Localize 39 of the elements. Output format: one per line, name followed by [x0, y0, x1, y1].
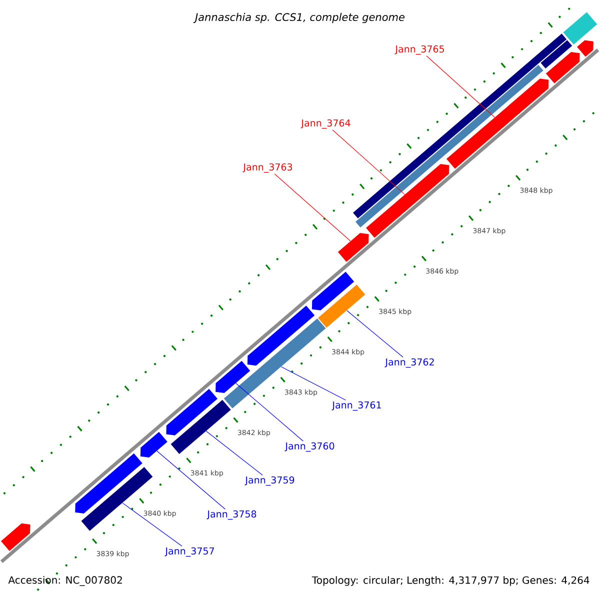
gene-segment: [140, 432, 168, 458]
gene-segment: [312, 272, 354, 310]
leader-line: [274, 174, 351, 242]
accession-text: Accession: NC_007802: [8, 576, 122, 586]
gene-segment: [166, 388, 218, 436]
gene-segment: [546, 52, 580, 84]
gene-label: Jann_3761: [332, 401, 381, 411]
gene-label: Jann_3765: [394, 45, 444, 55]
gene-segment: [446, 78, 549, 169]
leader-line: [206, 430, 263, 476]
summary-text: Topology: circular; Length: 4,317,977 bp; Genes: 4,264: [312, 576, 590, 586]
gene-label: Jann_3758: [206, 510, 256, 520]
leader-line: [426, 56, 495, 118]
leader-line: [280, 366, 346, 400]
gene-label: Jann_3764: [300, 119, 350, 129]
leader-line: [122, 502, 182, 546]
gene-label: Jann_3763: [242, 163, 292, 173]
gene-segment: [540, 40, 572, 69]
gene-label: Jann_3759: [244, 476, 294, 486]
gene-segment: [577, 40, 594, 57]
gene-label: Jann_3757: [164, 547, 214, 557]
gene-segment: [216, 360, 250, 394]
gene-segment: [224, 318, 326, 408]
gene-segment: [0, 523, 30, 551]
gene-segment: [353, 34, 567, 218]
gene-segment: [75, 453, 142, 514]
gene-label: Jann_3762: [384, 358, 434, 368]
gene-segment: [247, 306, 315, 366]
gene-segment: [563, 12, 598, 44]
gene-segment: [170, 400, 231, 454]
leader-line: [332, 130, 405, 195]
leader-line: [346, 310, 404, 358]
gene-segment: [318, 284, 366, 328]
gene-segment: [366, 164, 450, 238]
leader-line: [236, 382, 304, 442]
gene-label: Jann_3760: [284, 442, 334, 452]
gene-segment: [338, 232, 369, 262]
title: Jannaschia sp. CCS1, complete genome: [193, 12, 405, 24]
leader-line: [156, 450, 226, 510]
